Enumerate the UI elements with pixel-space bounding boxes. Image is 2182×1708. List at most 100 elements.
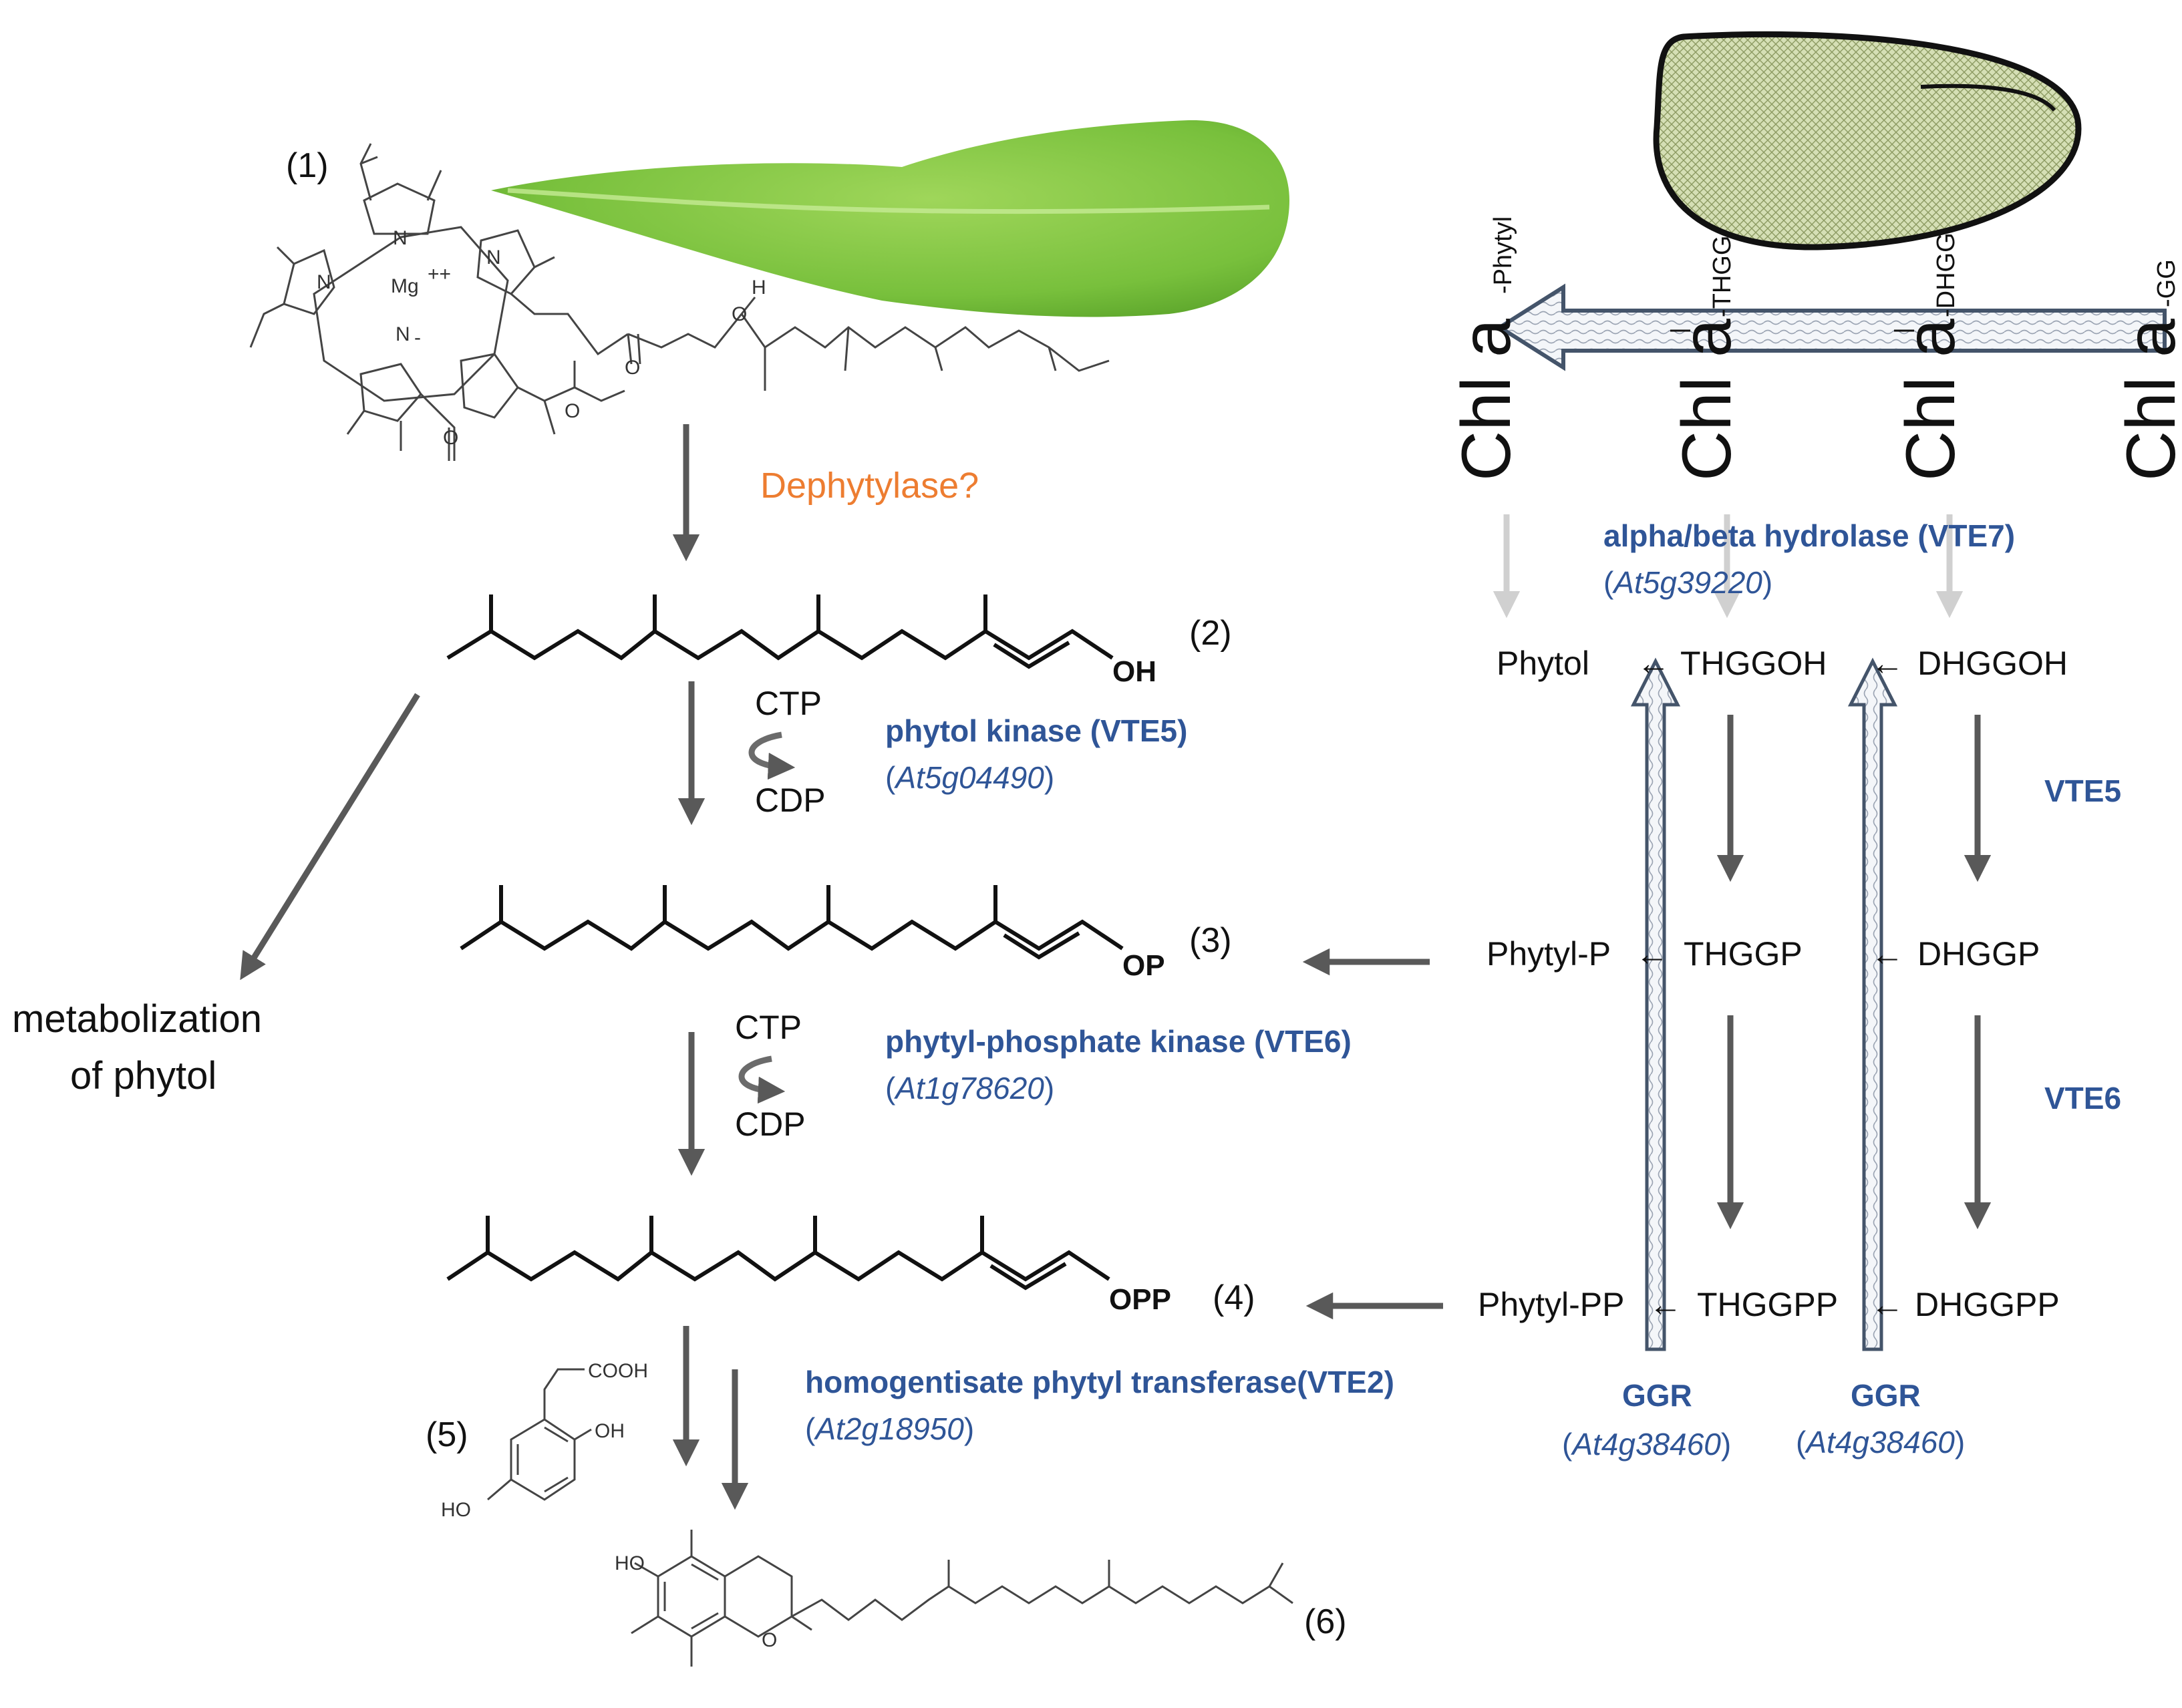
svg-text:N: N: [486, 246, 501, 269]
compound-3-label: (3): [1189, 921, 1232, 960]
vte7-gene: (At5g39220): [1603, 565, 1772, 600]
compound-2-label: (2): [1189, 614, 1232, 653]
svg-text:++: ++: [428, 263, 451, 285]
chl-gg-main: Chl a: [2113, 319, 2182, 481]
cdp-label-1: CDP: [755, 782, 826, 819]
ggr-arrows: [1630, 657, 1898, 1351]
vte6-gene-id: At1g78620: [893, 1071, 1044, 1105]
ggr-gene-1-paren-open: (: [1562, 1427, 1573, 1462]
vte2-gene-paren-open: (: [805, 1411, 816, 1446]
phytyl-pp-label: Phytyl-PP: [1478, 1286, 1625, 1323]
svg-text:O: O: [565, 400, 580, 422]
vte6-gene: (At1g78620): [885, 1071, 1054, 1105]
dhggpp-label: DHGGPP: [1915, 1286, 2060, 1323]
vte5-gene-paren-close: ): [1044, 760, 1054, 795]
ggr-gene-1: (At4g38460): [1562, 1427, 1731, 1462]
svg-text:O: O: [625, 357, 640, 379]
chl-conversion-arrow: [1496, 283, 2167, 371]
ggr-gene-2: (At4g38460): [1796, 1425, 1965, 1460]
ctp-label-2: CTP: [735, 1009, 802, 1046]
row1-arrow-1: ←: [1637, 645, 1670, 682]
chl-thgg-suffix: -THGG: [1708, 236, 1736, 317]
chl-thgg-main: Chl a: [1668, 319, 1746, 481]
compound-5-label: (5): [426, 1415, 468, 1454]
chl-dhgg-main: Chl a: [1892, 319, 1970, 481]
svg-text:N: N: [396, 323, 410, 345]
op-label: OP: [1122, 949, 1165, 982]
vte6-side-label: VTE6: [2044, 1081, 2121, 1116]
row3-arrow-2: ←: [1871, 1286, 1904, 1323]
dephytylase-label: Dephytylase?: [760, 466, 979, 506]
ggr-label-1: GGR: [1622, 1378, 1692, 1413]
vte2-enzyme-name: homogentisate phytyl transferase(VTE2): [805, 1365, 1394, 1399]
cooh-label: COOH: [588, 1360, 648, 1382]
svg-text:Mg: Mg: [391, 275, 419, 297]
vte5-gene-id: At5g04490: [893, 760, 1044, 795]
oh-phenol-label: OH: [595, 1420, 625, 1442]
chl-gg-suffix: -GG: [2153, 259, 2181, 307]
compound-1-label: (1): [286, 146, 329, 185]
thggoh-label: THGGOH: [1680, 645, 1827, 682]
right-pathway-arrows: [1716, 715, 1992, 1230]
svg-text:-: -: [414, 327, 421, 349]
ggr-gene-1-id: At4g38460: [1570, 1427, 1721, 1462]
ggr-gene-2-paren-close: ): [1955, 1425, 1965, 1460]
phytyl-diphosphate-chain: [446, 1216, 1110, 1291]
dhggp-label: DHGGP: [1917, 935, 2040, 973]
chlorophyll-structure: [249, 143, 1110, 461]
vte5-gene: (At5g04490): [885, 760, 1054, 795]
svg-text:N: N: [393, 227, 408, 249]
vte7-enzyme-name: alpha/beta hydrolase (VTE7): [1603, 518, 2015, 553]
phytyl-phosphate-chain: [460, 885, 1124, 960]
ggr-label-2: GGR: [1851, 1378, 1921, 1413]
metabolization-line-2: of phytol: [70, 1054, 216, 1097]
svg-text:O: O: [443, 427, 458, 449]
row3-arrow-1: ←: [1649, 1286, 1682, 1323]
ggr-gene-1-paren-close: ): [1721, 1427, 1731, 1462]
thggp-label: THGGP: [1684, 935, 1803, 973]
phytol-chain: [446, 594, 1114, 669]
compound-6-label: (6): [1304, 1602, 1347, 1641]
opp-label: OPP: [1109, 1283, 1171, 1316]
phytyl-p-label: Phytyl-P: [1487, 935, 1611, 973]
tocopherol-structure: [631, 1530, 1293, 1667]
vte2-gene-paren-close: ): [964, 1411, 974, 1446]
chl-label-group: Chl a -Phytyl Chl a -THGG Chl a -DHGG Ch…: [1448, 216, 2182, 481]
vte7-gene-paren-close: ): [1762, 565, 1772, 600]
compound-4-label: (4): [1213, 1278, 1255, 1317]
svg-text:H: H: [752, 277, 766, 299]
hydrolase-arrows: [1493, 514, 1964, 619]
thggpp-label: THGGPP: [1697, 1286, 1838, 1323]
chlorophyll-atom-labels: N N N N - Mg ++ H O O O O: [317, 227, 766, 449]
ho-tocopherol-label: HO: [615, 1552, 645, 1574]
row2-arrow-1: ←: [1635, 935, 1669, 973]
chl-phytyl-main: Chl a: [1448, 319, 1525, 481]
vte2-gene-id: At2g18950: [813, 1411, 964, 1446]
chl-phytyl-suffix: -Phytyl: [1489, 216, 1517, 294]
vte2-gene: (At2g18950): [805, 1411, 974, 1446]
svg-text:N: N: [317, 271, 331, 293]
cdp-label-2: CDP: [735, 1105, 806, 1143]
ggr-gene-2-id: At4g38460: [1804, 1425, 1955, 1460]
vte7-gene-paren-open: (: [1603, 565, 1614, 600]
homogentisate-structure: [487, 1368, 592, 1501]
left-pathway-arrows: [240, 424, 1443, 1510]
vte5-side-label: VTE5: [2044, 774, 2121, 808]
chl-dhgg-suffix: -DHGG: [1932, 232, 1960, 317]
metabolization-line-1: metabolization: [12, 997, 262, 1041]
ggr-gene-2-paren-open: (: [1796, 1425, 1807, 1460]
oh-label: OH: [1112, 655, 1156, 688]
vte6-gene-paren-open: (: [885, 1071, 896, 1105]
o-ring-label: O: [762, 1629, 777, 1651]
vte5-gene-paren-open: (: [885, 760, 896, 795]
ctp-label-1: CTP: [755, 685, 822, 722]
vte6-enzyme-name: phytyl-phosphate kinase (VTE6): [885, 1024, 1352, 1059]
row1-arrow-2: ←: [1871, 645, 1904, 682]
vte5-enzyme-name: phytol kinase (VTE5): [885, 713, 1187, 748]
seed-illustration: [1653, 31, 2082, 250]
vte6-gene-paren-close: ): [1044, 1071, 1054, 1105]
ho-phenol-label: HO: [441, 1499, 471, 1521]
dhggoh-label: DHGGOH: [1917, 645, 2068, 682]
vte7-gene-id: At5g39220: [1611, 565, 1762, 600]
